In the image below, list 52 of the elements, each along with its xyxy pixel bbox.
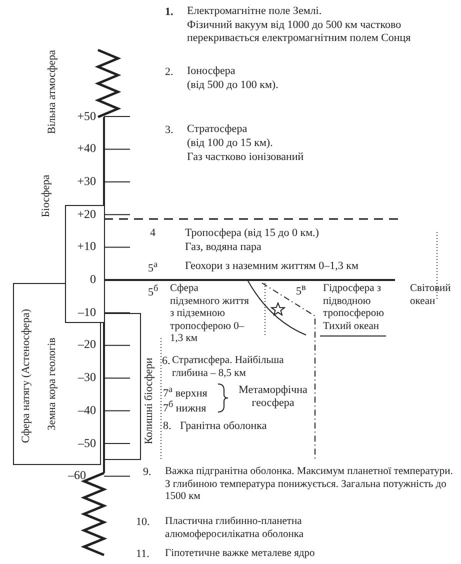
scale-value: –60 xyxy=(66,468,86,483)
item-number: 5$^{а}$ xyxy=(148,259,158,276)
layer-description: Гранітна оболонка xyxy=(180,420,268,434)
layer-description: Геохори з наземним життям 0–1,3 км xyxy=(185,260,360,274)
scale-value: +30 xyxy=(76,174,96,188)
item-number: Іоносфера xyxy=(187,65,236,78)
layer-box xyxy=(13,283,101,465)
scale-value: +40 xyxy=(76,141,96,156)
layer-description: Пластична глибинно-планетна алюмоферосилікатна оболонка xyxy=(165,516,304,542)
layer-description: Світовий океан xyxy=(410,283,452,308)
scale-value: 0 xyxy=(89,272,96,286)
item-number: 10. xyxy=(136,516,150,530)
layer-description: Метаморфічна геосфера xyxy=(238,384,308,410)
item-number: Стратосфера xyxy=(187,123,248,136)
vertical-label: Земна кора геологів xyxy=(46,338,58,430)
item-number: 3. xyxy=(165,124,174,138)
scale-value: –40 xyxy=(76,402,96,418)
item-number: 4 xyxy=(150,227,156,240)
item-number: 6. xyxy=(162,355,170,368)
layer-description: Важка підгранітна оболонка. Максимум планетної температури. З глибиною температура понижується. Загальна потужність до 1500 км xyxy=(165,466,454,504)
item-number: Газ частково іонізований xyxy=(187,151,304,164)
layer-description: Фізичний вакуум від 1000 до 500 км частково перекривається електромагнітним полем Сонця xyxy=(187,19,412,46)
layer-description: Тихий океан xyxy=(323,321,380,334)
item-number: 11. xyxy=(136,548,150,562)
layer-description: Електромагнітне поле Землі. xyxy=(187,5,323,18)
item-number: 7$^{б}$ нижня xyxy=(163,399,206,416)
layer-description: Стратисфера. Найбільша глибина – 8,5 км xyxy=(172,355,285,380)
item-number: Газ, водяна пара xyxy=(185,241,262,254)
item-number: (від 100 до 15 км). xyxy=(187,137,273,150)
layer-description: Сфера підземного життя з підземною тропосферою 0–1,3 км xyxy=(170,283,250,346)
layer-description: Гіпотетичне важке металеве ядро xyxy=(165,548,316,561)
scale-value: –30 xyxy=(76,370,96,384)
vertical-label: Сфера натягу (Астеносфера) xyxy=(20,308,32,444)
scale-value: +20 xyxy=(76,206,96,221)
item-number: 1. xyxy=(165,6,174,20)
item-number: 9. xyxy=(143,466,152,480)
scale-value: –20 xyxy=(76,337,96,352)
item-number: 5$^{б}$ xyxy=(148,283,158,300)
scale-value: –10 xyxy=(76,304,96,320)
item-number: 7$^{а}$ верхня xyxy=(163,384,208,400)
vertical-label: Біосфера xyxy=(40,174,52,218)
item-number: 5$^{в}$ xyxy=(296,282,306,299)
layer-description: Гідросфера з підводною тропосферою xyxy=(323,283,385,321)
scale-value: +50 xyxy=(76,108,96,123)
item-number: (від 500 до 100 км). xyxy=(187,79,278,92)
item-number: 2. xyxy=(165,66,174,80)
vertical-label: Колишні біосфери xyxy=(142,358,156,444)
item-number: 8. xyxy=(163,420,172,434)
layer-description: Тропосфера (від 15 до 0 км.) xyxy=(185,227,320,240)
scale-value: –50 xyxy=(76,436,96,450)
vertical-label: Вільна атмосфера xyxy=(46,50,58,134)
scale-value: +10 xyxy=(76,239,96,254)
